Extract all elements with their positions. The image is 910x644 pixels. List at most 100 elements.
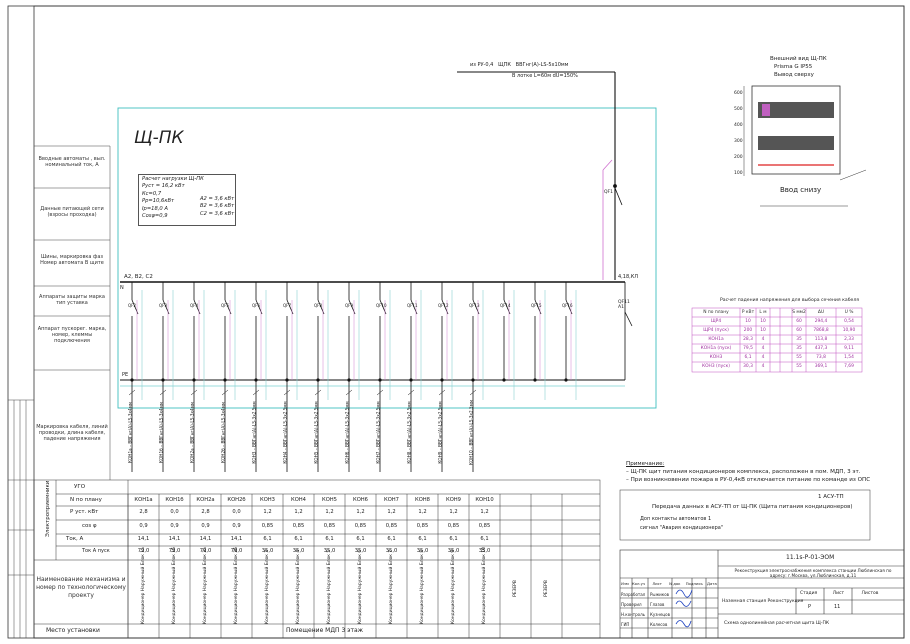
calc-value-cell: КОН1а (пуск) <box>700 346 732 351</box>
calc-value-cell: 113,8 <box>814 337 828 342</box>
load-name-cell: Кондиционер Наружный Блок 4 <box>296 549 301 624</box>
load-name-cell: Кондиционер Наружный Блок 7 <box>389 549 394 624</box>
cable-spec-label: КОН1б – ВВГнг(А)-LS-3х4мм <box>158 402 164 463</box>
note-item: – Щ-ПК щит питания кондиционеров комплек… <box>626 469 861 475</box>
feeder-circuit <box>438 282 453 472</box>
load-calc-line: Руст = 16,2 кВт <box>142 183 185 190</box>
load-cos-cell: 0,85 <box>354 523 367 529</box>
role: ГИП <box>621 622 630 627</box>
sheet-value: 11 <box>834 604 841 610</box>
load-power-cell: 1,2 <box>418 509 427 515</box>
col-label: Кол.уч <box>631 581 646 586</box>
load-current-cell: 6,1 <box>449 536 458 542</box>
load-id-cell: КОН8 <box>415 497 430 503</box>
calc-value-cell: КОН1а <box>708 337 724 342</box>
stage-label: Стадия <box>800 591 818 596</box>
breaker-label: QF7 <box>283 303 291 308</box>
load-id-cell: КОН5 <box>322 497 337 503</box>
panel-title: Щ-ПК <box>134 128 184 148</box>
cabinet-subtitle: Prisma G IP55 <box>774 64 813 70</box>
main-breaker-label: QF1 <box>604 190 613 195</box>
mechanism-name-label: Наименование механизма и номер по технол… <box>36 576 126 599</box>
load-start-cell: 35,0 <box>478 548 491 554</box>
load-current-cell: 14,1 <box>137 536 150 542</box>
load-id-cell: КОН6 <box>353 497 368 503</box>
stamp-project: Реконструкция электроснабжения комплекса… <box>734 568 892 578</box>
load-name-cell: Кондиционер Наружный Блок 8 <box>420 549 425 624</box>
cabinet-dims: 600 500 400 300 200 100 <box>734 86 743 182</box>
load-start-cell: 79,0 <box>137 548 150 554</box>
load-power-cell: 1,2 <box>356 509 365 515</box>
cabinet-subtitle-2: Вывод сверху <box>774 72 814 78</box>
calc-header-cell: ΔU <box>817 310 825 315</box>
stamp-roles: Разработал Проверил Н.контроль ГИП <box>621 590 645 630</box>
left-label-bus: Шины, маркировка фаз Номер автомата В щи… <box>40 254 104 266</box>
feed-route: В лотке L=60м dU=150% <box>512 73 578 79</box>
load-current-cell: 6,1 <box>387 536 396 542</box>
feed-from: из РУ-0,4 <box>470 62 494 68</box>
calc-value-cell: 10 <box>745 319 751 324</box>
load-start-cell: 35,0 <box>261 548 274 554</box>
load-start-cell: 35,0 <box>416 548 429 554</box>
load-cos-cell: 0,9 <box>170 523 179 529</box>
main-breaker-symbol <box>613 184 623 206</box>
stamp-code: 11.1s-Р-01-ЭОМ <box>786 554 835 561</box>
calc-value-cell: ЩР4 <box>710 319 722 324</box>
load-cos-cell: 0,9 <box>201 523 210 529</box>
cable-spec-label: КОН1а – ВВГнг(А)-LS-3х4мм <box>127 402 133 463</box>
place-value: Помещение МДП 3 этаж <box>286 627 364 634</box>
calc-value-cell: 200 <box>743 328 753 333</box>
load-id-cell: КОН2б <box>227 497 246 503</box>
calc-value-cell: 6,1 <box>744 355 752 360</box>
signal-line-3: сигнал "Авария кондиционера" <box>640 525 724 531</box>
calc-value-cell: 7,69 <box>844 364 854 369</box>
cable-spec-label: КОН3 – ВВГнг(А)-LS-3х2,5мм <box>251 401 257 464</box>
dim-label: 200 <box>734 155 743 160</box>
feed-breaker: ЩПК <box>498 62 511 68</box>
load-cos-cell: 0,85 <box>416 523 429 529</box>
phase-load: В2 = 3,6 кВт <box>200 203 235 210</box>
load-start-cell: 79,0 <box>230 548 243 554</box>
load-calc-box: Расчет нагрузки Щ-ПК Руст = 16,2 кВт Кс=… <box>138 174 236 226</box>
feeder-circuit <box>221 282 236 472</box>
breaker-label: QF3 <box>159 303 167 308</box>
calc-value-cell: 10,90 <box>842 328 856 333</box>
load-calc-title: Расчет нагрузки Щ-ПК <box>142 176 204 182</box>
breaker-label: QF13 <box>469 303 480 308</box>
load-current-cell: 6,1 <box>480 536 489 542</box>
stamp-stage-h: Стадия Лист Листов <box>800 591 878 596</box>
load-power-cell: 0,0 <box>232 509 241 515</box>
load-id-cell: КОН1а <box>134 497 153 503</box>
bus-pe-label: PE <box>122 372 129 378</box>
cabinet-row-2 <box>758 136 834 150</box>
feeder-circuit <box>376 282 391 472</box>
role: Н.контроль <box>621 612 645 617</box>
row-label-start: Ток А пуск <box>82 548 110 554</box>
cable-spec-label: КОН6 – ВВГнг(А)-LS-3х2,5мм <box>344 401 350 464</box>
breaker-label: QF14 <box>500 303 511 308</box>
load-name-cell: Кондиционер Наружный Блок 6 <box>358 549 363 624</box>
load-current-cell: 14,1 <box>168 536 181 542</box>
left-label-breakers: Вводные автоматы , выл. номинальный ток,… <box>38 156 106 168</box>
calc-value-cell: 10 <box>760 328 766 333</box>
breaker-label: QF4 <box>190 303 198 308</box>
calc-value-cell: 2,33 <box>844 337 854 342</box>
load-cos-cell: 0,85 <box>447 523 460 529</box>
feeder-circuit <box>283 282 298 472</box>
calc-value-cell: 7868,8 <box>813 328 829 333</box>
cabinet-view <box>743 85 867 207</box>
load-group-label: Электроприемники <box>45 480 51 537</box>
input-label: 4,18,КЛ <box>618 274 639 280</box>
load-calc-line: Cosφ=0,9 <box>142 213 168 220</box>
calc-value-cell: 60 <box>796 319 802 324</box>
row-label-current: Ток, А <box>66 536 84 542</box>
pe-node <box>564 378 568 382</box>
load-name-cell: Кондиционер Наружный Блок 1а <box>141 547 146 624</box>
stamp-sheet-title: Схема однолинейная расчетная щита Щ-ПК <box>724 621 830 626</box>
load-power-cell: 1,2 <box>449 509 458 515</box>
calc-value-cell: 4 <box>761 337 765 342</box>
calc-value-cell: 30,3 <box>743 364 753 369</box>
dim-label: 500 <box>734 107 743 112</box>
load-id-cell: КОН2а <box>196 497 215 503</box>
calc-value-cell: 55 <box>796 355 802 360</box>
